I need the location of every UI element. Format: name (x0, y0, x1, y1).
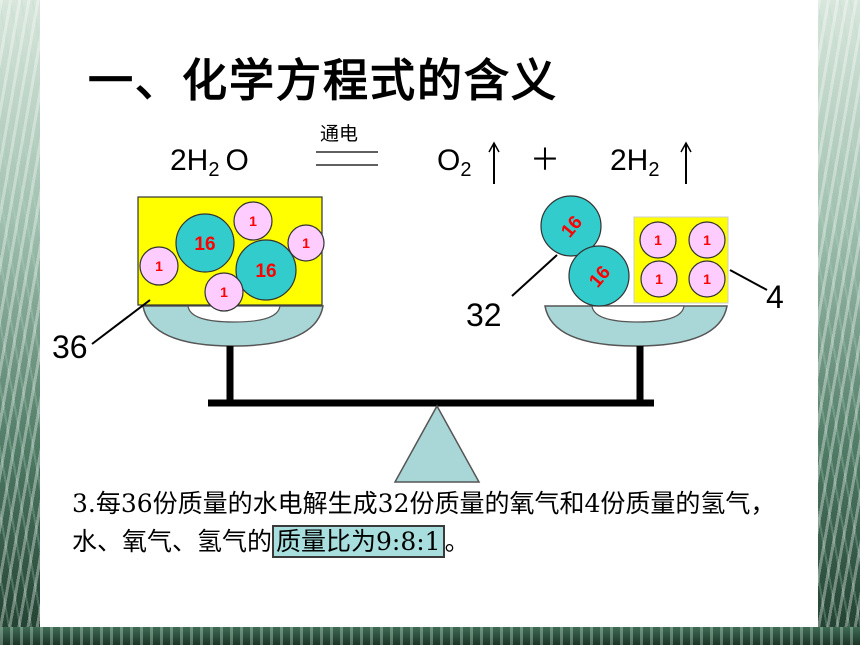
gas-arrowhead-hydrogen (680, 141, 692, 153)
equation-plus: ＋ (530, 144, 560, 177)
hydrogen-atom (639, 221, 677, 259)
mass-pointer-line-left (91, 299, 151, 345)
hydrogen-atom (204, 272, 244, 312)
balance-fulcrum (393, 404, 481, 483)
right-pan (544, 305, 728, 347)
equation-product-oxygen: O2 (437, 144, 471, 181)
background-left-strip (0, 0, 40, 645)
gas-arrowhead-oxygen (488, 141, 500, 153)
background-bottom-strip (0, 627, 860, 645)
oxygen-atom (568, 245, 630, 307)
water-molecules-box: 16 16 1 1 1 1 36 (52, 196, 325, 365)
background-right-strip (818, 0, 860, 645)
oxygen-atom (235, 239, 297, 301)
left-pan-inner (187, 305, 281, 323)
mass-ratio-highlight: 质量比为9:8:1 (272, 525, 445, 558)
left-pan (142, 305, 324, 347)
equation-condition: 通电 (320, 123, 358, 145)
oxygen-atom (540, 195, 602, 257)
hydrogen-atom (139, 246, 179, 286)
water-mass-label: 36 (52, 329, 88, 365)
right-pan-inner (591, 305, 685, 323)
hydrogen-atom-label: 1 (155, 258, 163, 274)
balance-scale (142, 305, 728, 483)
hydrogen-atom-label: 1 (703, 271, 711, 287)
hydrogen-atom-label: 1 (703, 232, 711, 248)
hydrogen-molecules-box: 1 1 1 1 4 (633, 216, 784, 315)
hydrogen-atom-label: 1 (654, 232, 662, 248)
hydrogen-atom (688, 221, 726, 259)
hydrogen-atom-label: 1 (220, 284, 228, 300)
hydrogen-atom-label: 1 (249, 213, 257, 229)
oxygen-molecule: 16 16 32 (466, 195, 630, 333)
explanation-end: 。 (444, 527, 470, 556)
hydrogen-atom (688, 260, 726, 298)
explanation-main: 3.每36份质量的水电解生成32份质量的氧气和4份质量的氢气，水、氧气、氢气的 (72, 489, 776, 556)
oxygen-atom (175, 213, 235, 273)
oxygen-mass-label: 32 (466, 297, 502, 333)
explanation-text: 3.每36份质量的水电解生成32份质量的氧气和4份质量的氢气，水、氧气、氢气的质… (72, 485, 817, 561)
oxygen-atom-label: 16 (255, 261, 276, 282)
mass-pointer-line-oxygen (511, 254, 558, 297)
mass-pointer-line-hydrogen (729, 269, 768, 291)
oxygen-atom-label: 16 (194, 234, 215, 255)
hydrogen-atom (287, 224, 325, 262)
equation-product-hydrogen: 2H2 (610, 144, 659, 181)
hydrogen-atom (233, 201, 273, 241)
hydrogen-mass-label: 4 (766, 279, 784, 315)
slide-title: 一、化学方程式的含义 (88, 54, 559, 107)
hydrogen-atom (640, 260, 678, 298)
hydrogen-atom-label: 1 (655, 271, 663, 287)
hydrogen-atom-label: 1 (302, 235, 310, 251)
